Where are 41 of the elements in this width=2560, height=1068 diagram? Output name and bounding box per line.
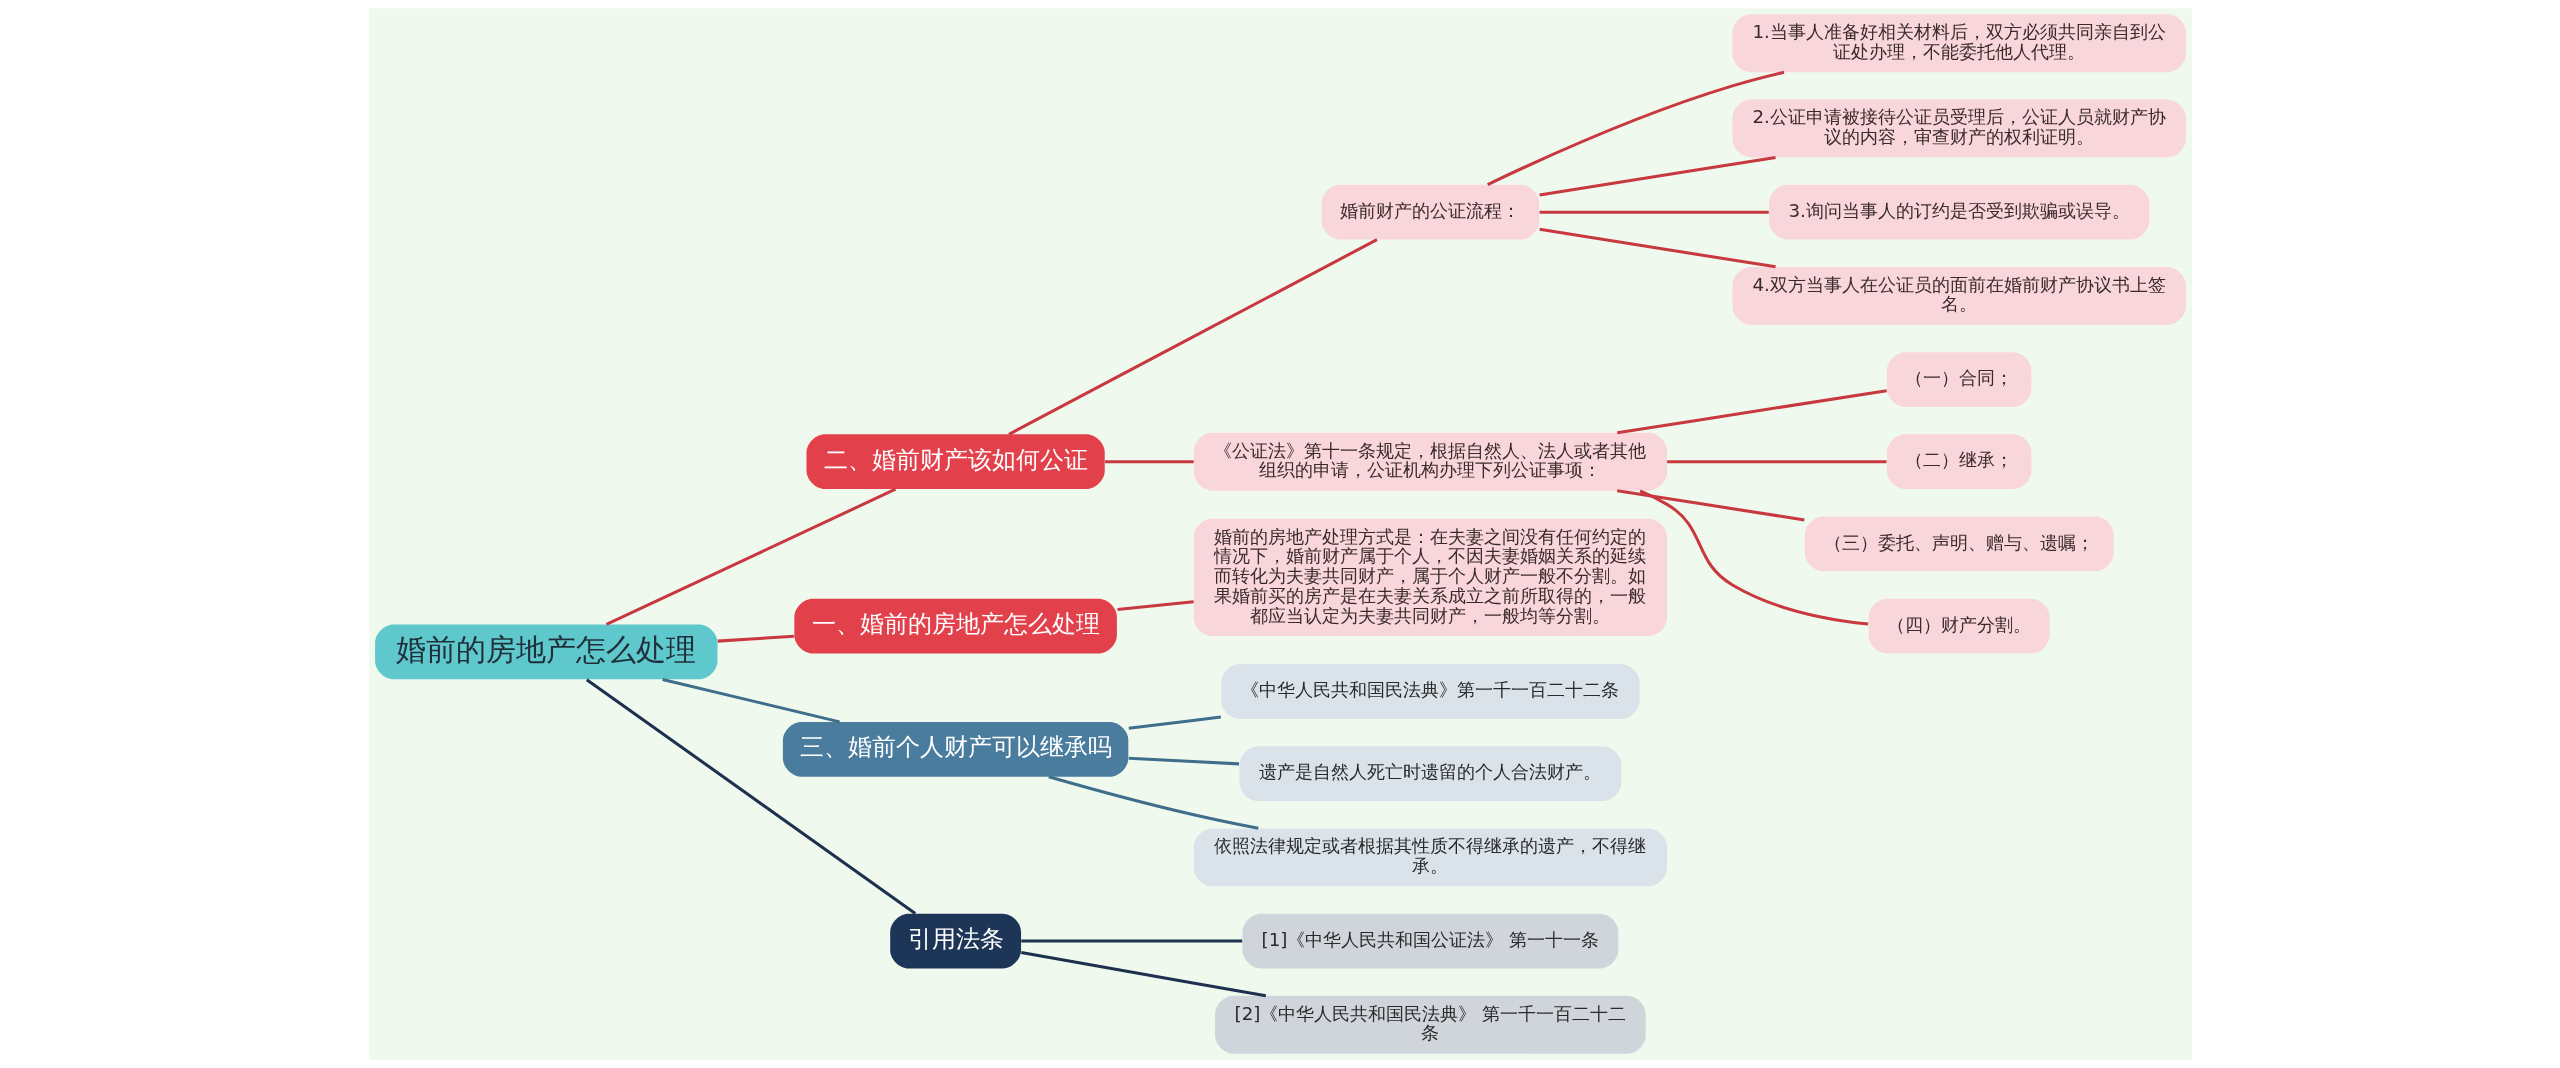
node-box: 一、婚前的房地产怎么处理 bbox=[793, 598, 1117, 654]
connector bbox=[717, 634, 794, 643]
node-box: [1]《中华人民共和国公证法》 第一十一条 bbox=[1241, 913, 1618, 969]
node-box: 《公证法》第十一条规定，根据自然人、法人或者其他组织的申请，公证机构办理下列公证事项： bbox=[1193, 432, 1667, 491]
connector bbox=[1486, 70, 1784, 186]
connector bbox=[661, 677, 840, 724]
connector bbox=[1616, 389, 1887, 435]
node-box: 3.询问当事人的订约是否受到欺骗或误导。 bbox=[1768, 184, 2149, 240]
node-box: 婚前财产的公证流程： bbox=[1321, 184, 1539, 240]
connector bbox=[1128, 715, 1221, 730]
node-box: [2]《中华人民共和国民法典》 第一千一百二十二条 bbox=[1214, 995, 1646, 1054]
connector bbox=[1116, 600, 1194, 612]
connector bbox=[1128, 756, 1239, 766]
connector bbox=[605, 487, 896, 626]
node-box: 《中华人民共和国民法典》第一千一百二十二条 bbox=[1220, 664, 1640, 719]
node-box: （三）委托、声明、赠与、遗嘱； bbox=[1804, 516, 2114, 572]
connector bbox=[1639, 489, 1868, 626]
node-box: 依照法律规定或者根据其性质不得继承的遗产，不得继承。 bbox=[1193, 828, 1667, 887]
connector bbox=[1104, 460, 1194, 464]
connector bbox=[1666, 460, 1886, 464]
connector bbox=[585, 678, 916, 915]
node-box: 二、婚前财产该如何公证 bbox=[806, 434, 1105, 490]
connector bbox=[1020, 939, 1242, 943]
connector bbox=[1047, 775, 1259, 830]
connector bbox=[1538, 227, 1776, 269]
node-box: 遗产是自然人死亡时遗留的个人合法财产。 bbox=[1238, 746, 1621, 802]
connector bbox=[1007, 238, 1378, 436]
connector bbox=[1539, 210, 1769, 214]
node-box: 三、婚前个人财产可以继承吗 bbox=[782, 721, 1128, 777]
node-box: 引用法条 bbox=[889, 913, 1021, 969]
node-box: （一）合同； bbox=[1886, 352, 2031, 407]
connector bbox=[1020, 950, 1266, 998]
connector bbox=[1538, 155, 1776, 197]
node-box: （四）财产分割。 bbox=[1868, 598, 2050, 654]
node-box: 1.当事人准备好相关材料后，双方必须共同亲自到公证处办理，不能委托他人代理。 bbox=[1731, 14, 2186, 73]
connector bbox=[1616, 489, 1805, 522]
node-box: 婚前的房地产怎么处理 bbox=[374, 624, 717, 680]
node-box: 2.公证申请被接待公证员受理后，公证人员就财产协议的内容，审查财产的权利证明。 bbox=[1731, 99, 2186, 158]
node-box: 4.双方当事人在公证员的面前在婚前财产协议书上签名。 bbox=[1731, 266, 2186, 325]
node-box: 婚前的房地产处理方式是：在夫妻之间没有任何约定的情况下，婚前财产属于个人，不因夫妻婚姻关系的延续而转化为夫妻共同财产，属于个人财产一般不分割。如果婚前买的房产是在夫妻关系成立之前所取得的，一般都应当认定为夫妻共同财产，一般均等分割。 bbox=[1193, 518, 1667, 636]
node-box: （二）继承； bbox=[1886, 434, 2031, 490]
